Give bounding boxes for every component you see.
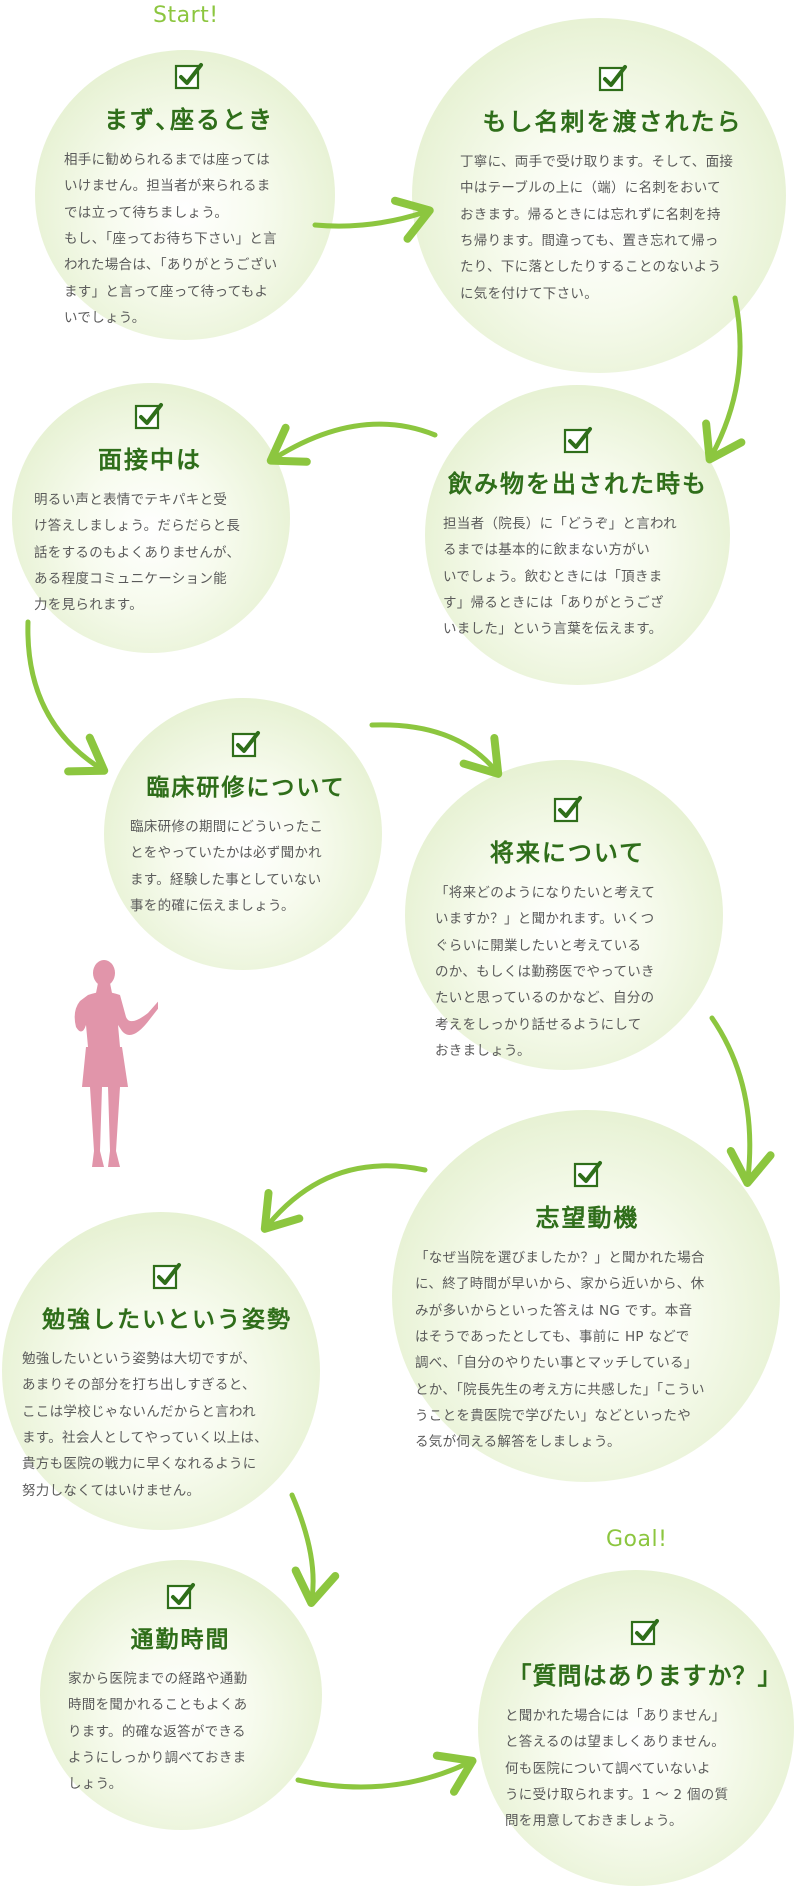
step-title: 通勤時間: [130, 1627, 231, 1653]
checkbox-checked-icon: [166, 1583, 195, 1610]
checkbox-checked-icon: [152, 1263, 181, 1290]
step-5: 臨床研修について 臨床研修の期間にどういったことをやっていたかは必ず聞かれます。…: [130, 730, 362, 919]
arrow-5-to-6: [369, 722, 503, 778]
step-text: 臨床研修の期間にどういったことをやっていたかは必ず聞かれます。経験した事としてい…: [130, 819, 324, 914]
step-text: 相手に勧められるまでは座ってはいけません。担当者が来られるまでは立って待ちましょ…: [64, 152, 278, 326]
arrow-6-to-7: [709, 1015, 775, 1187]
arrow-4-to-5: [25, 619, 109, 776]
woman-silhouette-icon: [74, 960, 158, 1167]
step-4: 飲み物を出された時も 担当者（院長）に「どうぞ」と言われるまでは基本的に飲まない…: [443, 426, 713, 643]
step-title: まず､座るとき: [104, 106, 274, 134]
step-title: 将来について: [489, 839, 646, 867]
step-title: 面接中は: [98, 446, 202, 474]
checkbox-checked-icon: [134, 403, 163, 430]
step-text: 「将来どのようになりたいと考えていますか？」と聞かれます。いくつぐらいに開業した…: [435, 885, 656, 1059]
step-text: と聞かれた場合には「ありません」と答えるのは望ましくありません。何も医院について…: [505, 1708, 729, 1830]
checkbox-checked-icon: [598, 65, 627, 92]
step-9: 通勤時間 家から医院までの経路や通勤時間を聞かれることもよくあります。的確な返答…: [68, 1582, 293, 1798]
checkbox-checked-icon: [231, 731, 260, 758]
step-title: 飲み物を出された時も: [448, 470, 708, 498]
step-2: もし名刺を渡されたら 丁寧に、両手で受け取ります。そして、面接中はテーブルの上に…: [460, 64, 765, 307]
step-title: 志望動機: [535, 1204, 640, 1232]
step-3: 面接中は 明るい声と表情でテキパキと受け答えしましょう。だらだらと長話をするのも…: [34, 402, 284, 619]
arrow-9-to-10: [295, 1751, 477, 1796]
step-title: 臨床研修について: [146, 775, 346, 801]
checkbox-checked-icon: [553, 796, 582, 823]
step-circle-1: [35, 50, 335, 340]
goal-label: Goal!: [606, 1527, 668, 1552]
step-8: 勉強したいという姿勢 勉強したいという姿勢は大切ですが、あまりその部分を打ち出し…: [22, 1262, 312, 1504]
step-6: 将来について 「将来どのようになりたいと考えていますか？」と聞かれます。いくつぐ…: [435, 795, 700, 1064]
checkbox-checked-icon: [630, 1619, 659, 1646]
checkbox-checked-icon: [573, 1161, 602, 1188]
step-text: 担当者（院長）に「どうぞ」と言われるまでは基本的に飲まない方がいいでしょう。飲む…: [443, 516, 677, 638]
arrow-8-to-9: [289, 1492, 340, 1607]
step-7: 志望動機 「なぜ当院を選びましたか？」と聞かれた場合に、終了時間が早いから、家か…: [415, 1160, 760, 1456]
step-title: 勉強したいという姿勢: [42, 1307, 292, 1333]
checkbox-checked-icon: [174, 63, 203, 90]
step-text: 家から医院までの経路や通勤時間を聞かれることもよくあります。的確な返答ができるよ…: [68, 1671, 248, 1793]
step-title: もし名刺を渡されたら: [482, 108, 743, 136]
checkbox-checked-icon: [563, 427, 592, 454]
start-label: Start!: [153, 3, 219, 28]
step-text: 勉強したいという姿勢は大切ですが、あまりその部分を打ち出しすぎると、ここは学校じ…: [22, 1351, 268, 1499]
step-10: 「質問はありますか？」 と聞かれた場合には「ありません」と答えるのは望ましくあり…: [505, 1618, 785, 1835]
arrow-7-to-8: [260, 1163, 428, 1233]
step-text: 「なぜ当院を選びましたか？」と聞かれた場合に、終了時間が早いから、家から近いから…: [415, 1250, 705, 1451]
step-1: まず､座るとき 相手に勧められるまでは座ってはいけません。担当者が来られるまでは…: [64, 62, 314, 331]
arrow-3-to-4: [266, 421, 438, 466]
step-text: 明るい声と表情でテキパキと受け答えしましょう。だらだらと長話をするのもよくありま…: [34, 492, 241, 614]
step-text: 丁寧に、両手で受け取ります。そして、面接中はテーブルの上に（端）に名刺をおいてお…: [460, 154, 734, 302]
step-title: 「質問はありますか？」: [507, 1662, 783, 1690]
